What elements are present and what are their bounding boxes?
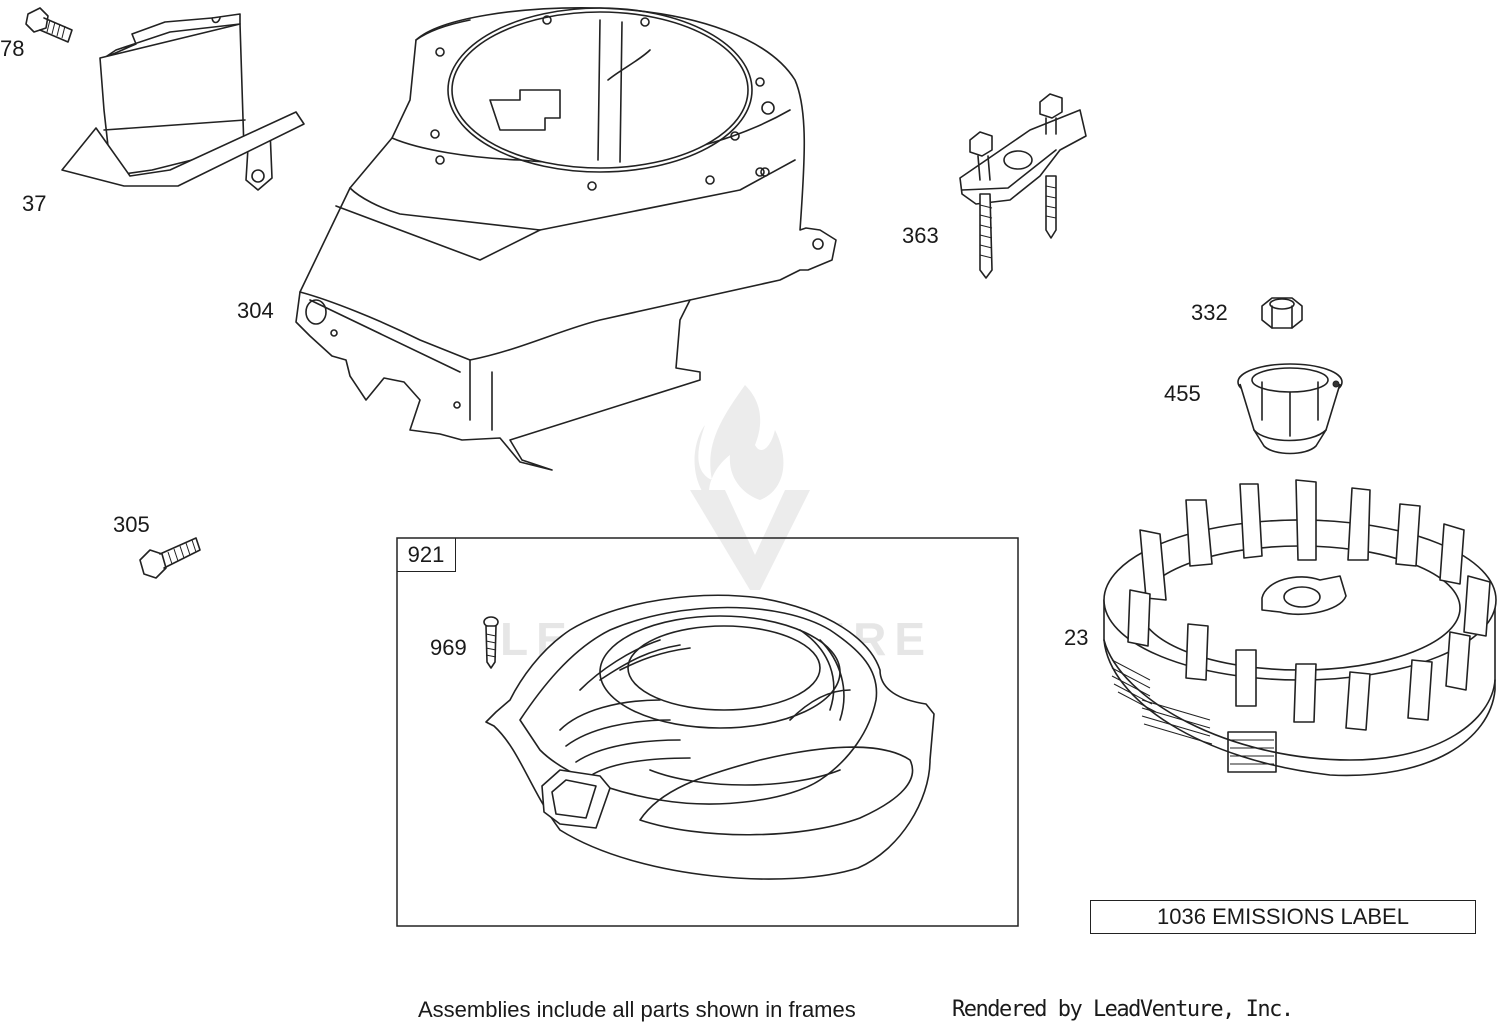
footer-rendered-by: Rendered by LeadVenture, Inc. bbox=[952, 997, 1294, 1022]
part-37-deflector[interactable] bbox=[61, 13, 305, 191]
part-305-bolt[interactable] bbox=[139, 537, 201, 579]
footer-assemblies-note: Assemblies include all parts shown in fr… bbox=[418, 997, 856, 1022]
callout-969[interactable]: 969 bbox=[430, 635, 467, 660]
part-363-bracket[interactable] bbox=[959, 93, 1087, 279]
part-304-blower-housing[interactable] bbox=[295, 6, 837, 471]
frame-921-label[interactable]: 921 bbox=[397, 538, 456, 572]
part-78-bolt[interactable] bbox=[25, 7, 73, 43]
callout-305[interactable]: 305 bbox=[113, 512, 150, 537]
callout-78[interactable]: 78 bbox=[0, 36, 25, 61]
part-969-screw[interactable] bbox=[483, 616, 499, 669]
frame-921 bbox=[396, 537, 1019, 927]
callout-23[interactable]: 23 bbox=[1064, 625, 1089, 650]
part-332-nut[interactable] bbox=[1261, 297, 1303, 329]
watermark-logo-icon bbox=[690, 385, 810, 590]
callout-455[interactable]: 455 bbox=[1164, 381, 1201, 406]
callout-304[interactable]: 304 bbox=[237, 298, 274, 323]
callout-332[interactable]: 332 bbox=[1191, 300, 1228, 325]
part-921-cover[interactable] bbox=[485, 594, 935, 880]
emissions-label-box[interactable]: 1036 EMISSIONS LABEL bbox=[1090, 900, 1476, 934]
part-455-cup[interactable] bbox=[1237, 363, 1343, 455]
callout-363[interactable]: 363 bbox=[902, 223, 939, 248]
callout-37[interactable]: 37 bbox=[22, 191, 47, 216]
part-23-flywheel[interactable] bbox=[1103, 479, 1497, 777]
